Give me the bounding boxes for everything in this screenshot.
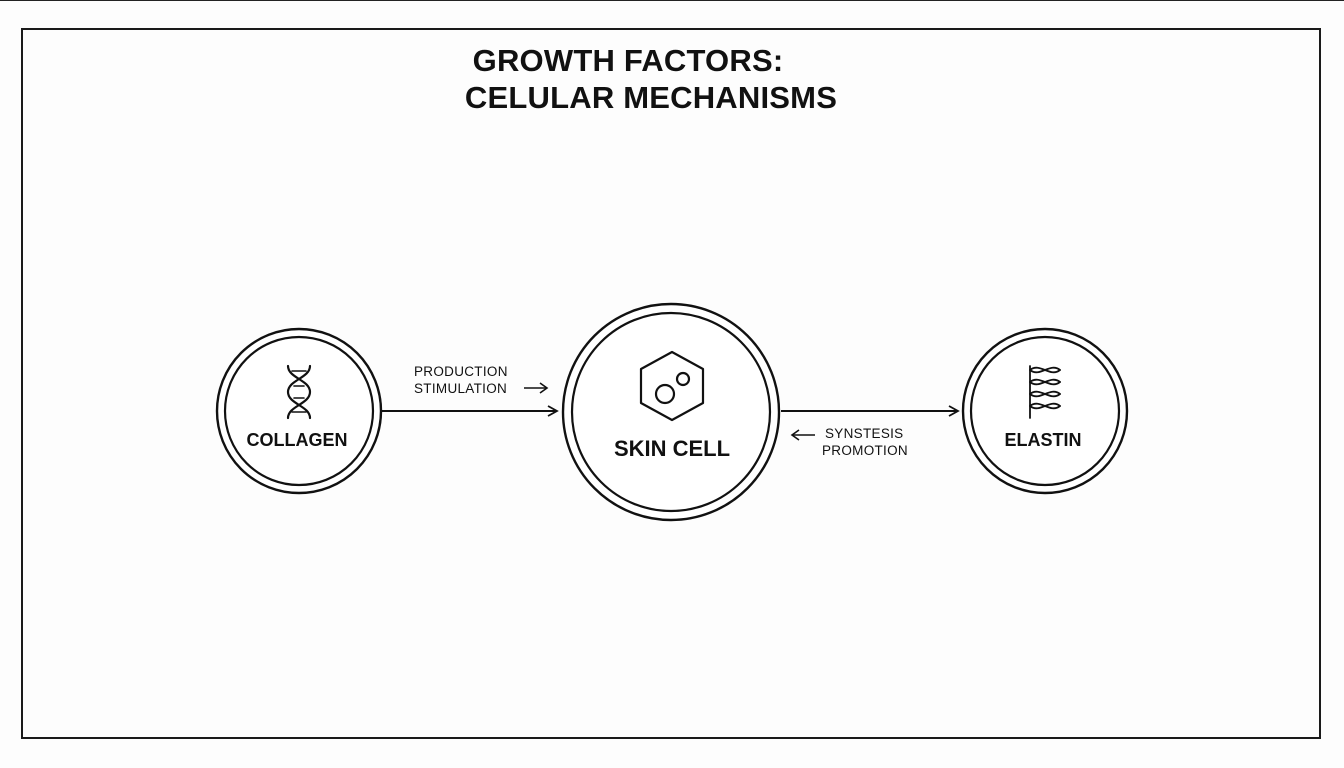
production-arrow-icon: [524, 382, 549, 394]
collagen-node: COLLAGEN: [215, 327, 383, 495]
title-line-1: GROWTH FACTORS:: [472, 43, 784, 78]
hexagon-cell-icon: [639, 350, 705, 422]
title-line-2: CELULAR MECHANISMS: [464, 80, 838, 115]
synthesis-label-line-1: SYNSTESIS: [825, 426, 903, 441]
synthesis-arrow-icon: [790, 429, 815, 441]
skin-cell-node: SKIN CELL: [561, 302, 781, 522]
synthesis-label-line-2: PROMOTION: [822, 443, 908, 458]
elastin-fiber-icon: [1029, 365, 1061, 419]
top-rule: [0, 0, 1344, 1]
production-label-line-2: STIMULATION: [414, 381, 507, 396]
diagram-frame: [21, 28, 1321, 739]
dna-helix-icon: [286, 364, 312, 420]
production-label-line-1: PRODUCTION: [414, 364, 508, 379]
elastin-node: ELASTIN: [961, 327, 1129, 495]
collagen-label: COLLAGEN: [247, 430, 348, 450]
elastin-label: ELASTIN: [1004, 430, 1081, 450]
diagram-title: GROWTH FACTORS: CELULAR MECHANISMS: [0, 42, 1302, 116]
skin-cell-label: SKIN CELL: [614, 436, 730, 461]
